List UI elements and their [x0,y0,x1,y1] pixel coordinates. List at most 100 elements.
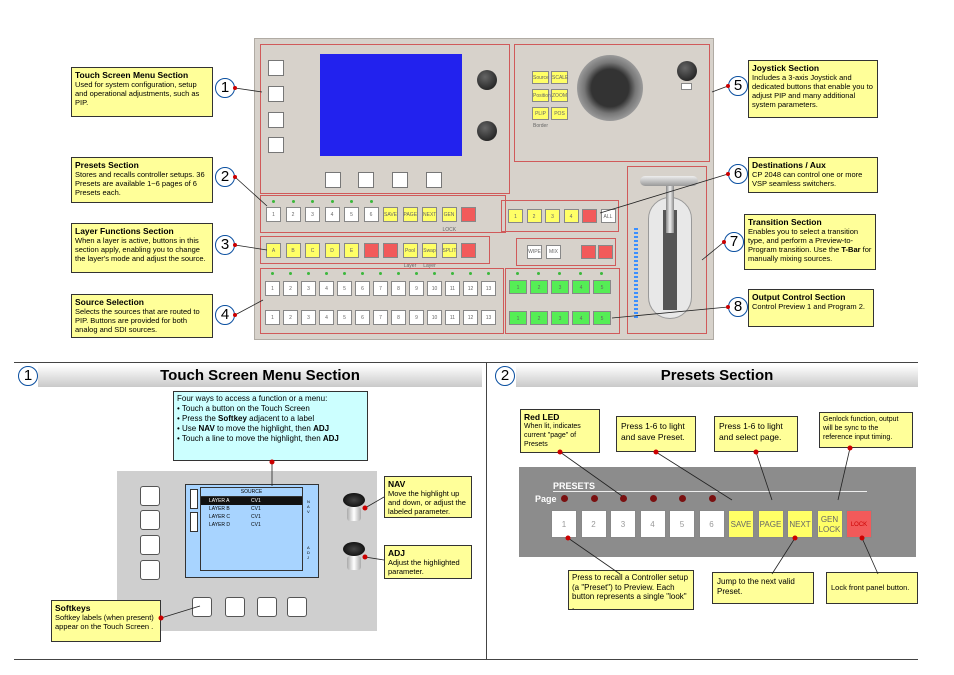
softkey-left-3[interactable] [268,112,284,128]
preset-button-2[interactable]: 2 [285,207,301,222]
preset-button-9[interactable]: NEXT [422,207,437,222]
nav-knob-closeup[interactable] [343,493,365,523]
preset-button-7[interactable]: SAVE [383,207,398,222]
source-a-button-8[interactable]: 8 [391,281,406,296]
preset-closeup-button-9[interactable]: NEXT [787,510,813,538]
source-b-button-10[interactable]: 10 [427,310,442,325]
layer-button-5[interactable]: E [344,243,359,258]
softkey-bottom-d[interactable] [287,597,307,617]
joy-button-scale[interactable]: SCALE [551,71,568,84]
joystick-knob[interactable] [677,61,697,81]
trans-button-red-1[interactable] [581,245,596,259]
source-a-button-10[interactable]: 10 [427,281,442,296]
source-a-button-3[interactable]: 3 [301,281,316,296]
source-a-button-6[interactable]: 6 [355,281,370,296]
joystick-knob-button[interactable] [681,83,692,90]
program-button-4[interactable]: 4 [572,311,590,325]
dest-button-6[interactable]: ALL [600,209,616,223]
layer-button-11[interactable] [461,243,476,258]
layer-button-8[interactable]: Pool Layer [402,243,418,269]
preset-button-1[interactable]: 1 [266,207,281,222]
layer-button-3[interactable]: C [305,243,320,258]
source-a-button-5[interactable]: 5 [337,281,352,296]
softkey-1[interactable] [140,486,160,506]
joystick[interactable] [577,55,643,121]
source-b-button-7[interactable]: 7 [373,310,388,325]
program-button-5[interactable]: 5 [593,311,611,325]
source-b-button-13[interactable]: 13 [481,310,496,325]
softkey-bottom-4[interactable] [426,172,442,188]
preview-button-3[interactable]: 3 [551,280,569,294]
source-a-button-13[interactable]: 13 [481,281,496,296]
preset-closeup-button-5[interactable]: 5 [669,510,695,538]
source-b-button-5[interactable]: 5 [337,310,352,325]
dest-button-2[interactable]: 2 [526,209,542,223]
dest-button-4[interactable]: 4 [563,209,579,223]
layer-button-2[interactable]: B [285,243,301,258]
joy-button-source[interactable]: Source [532,71,549,84]
source-a-button-2[interactable]: 2 [283,281,298,296]
source-a-button-1[interactable]: 1 [265,281,280,296]
source-b-button-2[interactable]: 2 [283,310,298,325]
softkey-left-4[interactable] [268,137,284,153]
preview-button-5[interactable]: 5 [593,280,611,294]
trans-button-mix[interactable]: MIX [546,245,561,259]
program-button-3[interactable]: 3 [551,311,569,325]
preset-button-5[interactable]: 5 [344,207,359,222]
joy-button-pos[interactable]: POS [551,107,568,120]
preset-closeup-button-10[interactable]: GEN LOCK [816,510,843,538]
softkey-2[interactable] [140,510,160,530]
preset-closeup-button-7[interactable]: SAVE [728,510,754,538]
layer-button-10[interactable]: SPLIT [441,243,457,258]
joy-button-zoom[interactable]: ZOOM [551,89,568,102]
layer-button-7[interactable] [383,243,398,258]
source-b-button-11[interactable]: 11 [445,310,460,325]
preset-button-10[interactable]: GEN LOCK [441,207,457,233]
source-a-button-7[interactable]: 7 [373,281,388,296]
source-a-button-12[interactable]: 12 [463,281,478,296]
softkey-bottom-1[interactable] [325,172,341,188]
source-b-button-12[interactable]: 12 [463,310,478,325]
joy-button-position[interactable]: Position [532,89,551,102]
preset-button-8[interactable]: PAGE [402,207,418,222]
tbar-handle[interactable] [640,176,698,186]
preset-closeup-button-1[interactable]: 1 [551,510,577,538]
softkey-bottom-3[interactable] [392,172,408,188]
softkey-3[interactable] [140,535,160,555]
source-b-button-1[interactable]: 1 [265,310,280,325]
source-a-button-11[interactable]: 11 [445,281,460,296]
source-b-button-8[interactable]: 8 [391,310,406,325]
preset-closeup-button-11[interactable]: LOCK [846,510,872,538]
layer-button-1[interactable]: A [266,243,281,258]
softkey-bottom-c[interactable] [257,597,277,617]
layer-button-9[interactable]: Swap Layer [422,243,437,269]
preset-closeup-button-3[interactable]: 3 [610,510,636,538]
softkey-bottom-a[interactable] [192,597,212,617]
adj-knob-closeup[interactable] [343,542,365,572]
source-b-button-6[interactable]: 6 [355,310,370,325]
source-b-button-4[interactable]: 4 [319,310,334,325]
adj-knob[interactable] [477,121,497,141]
preset-button-6[interactable]: 6 [363,207,379,222]
preset-closeup-button-2[interactable]: 2 [580,510,607,538]
screen-scroll-down[interactable] [190,512,198,532]
touch-screen-display[interactable] [320,54,462,156]
preset-closeup-button-8[interactable]: PAGE [757,510,784,538]
layer-button-6[interactable] [363,243,379,258]
program-button-1[interactable]: 1 [509,311,527,325]
softkey-bottom-2[interactable] [358,172,374,188]
preview-button-1[interactable]: 1 [509,280,527,294]
preset-button-4[interactable]: 4 [324,207,340,222]
dest-button-3[interactable]: 3 [545,209,560,223]
preview-button-4[interactable]: 4 [572,280,590,294]
source-a-button-9[interactable]: 9 [409,281,424,296]
trans-button-wipe[interactable]: WIPE [527,245,542,259]
layer-button-4[interactable]: D [324,243,340,258]
preset-closeup-button-4[interactable]: 4 [639,510,666,538]
nav-knob[interactable] [477,70,497,90]
